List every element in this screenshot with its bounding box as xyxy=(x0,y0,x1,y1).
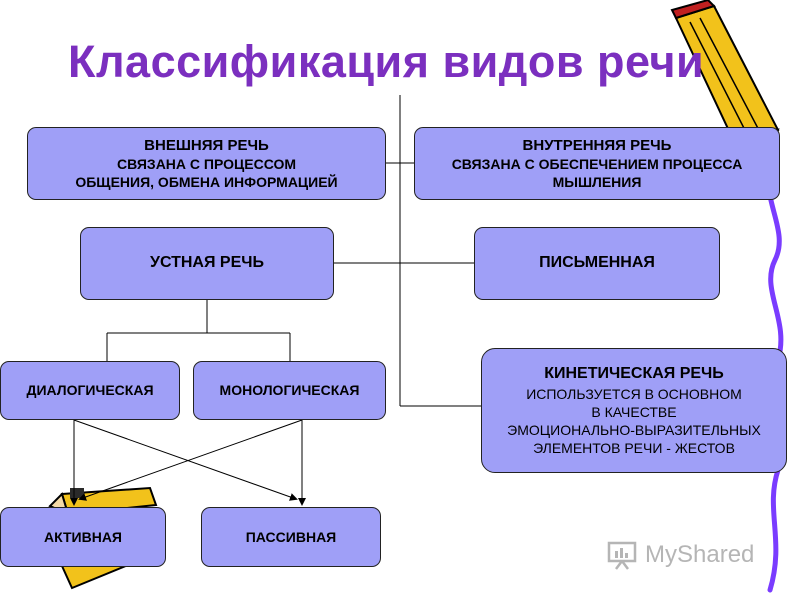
kinetic-line4: ЭЛЕМЕНТОВ РЕЧИ - ЖЕСТОВ xyxy=(533,440,735,457)
kinetic-heading: КИНЕТИЧЕСКАЯ РЕЧЬ xyxy=(544,364,724,382)
box-external-speech: ВНЕШНЯЯ РЕЧЬ СВЯЗАНА С ПРОЦЕССОМ ОБЩЕНИЯ… xyxy=(27,127,386,200)
box-written-speech: ПИСЬМЕННАЯ xyxy=(474,227,720,300)
box-internal-speech: ВНУТРЕННЯЯ РЕЧЬ СВЯЗАНА С ОБЕСПЕЧЕНИЕМ П… xyxy=(414,127,780,200)
arrow-dialogic-passive xyxy=(73,419,298,501)
watermark: MyShared xyxy=(607,540,754,570)
box-monologic: МОНОЛОГИЧЕСКАЯ xyxy=(193,361,386,420)
internal-line2: МЫШЛЕНИЯ xyxy=(552,174,642,191)
written-label: ПИСЬМЕННАЯ xyxy=(539,254,655,272)
passive-label: ПАССИВНАЯ xyxy=(245,528,337,545)
active-label: АКТИВНАЯ xyxy=(43,528,122,545)
monologic-label: МОНОЛОГИЧЕСКАЯ xyxy=(219,382,360,399)
internal-line1: СВЯЗАНА С ОБЕСПЕЧЕНИЕМ ПРОЦЕССА xyxy=(451,156,743,173)
dialogic-label: ДИАЛОГИЧЕСКАЯ xyxy=(26,382,154,399)
external-heading: ВНЕШНЯЯ РЕЧЬ xyxy=(144,136,269,154)
box-oral-speech: УСТНАЯ РЕЧЬ xyxy=(80,227,334,300)
box-active: АКТИВНАЯ xyxy=(0,507,166,567)
watermark-text: MyShared xyxy=(645,541,755,568)
box-passive: ПАССИВНАЯ xyxy=(201,507,381,567)
kinetic-line2: В КАЧЕСТВЕ xyxy=(591,403,677,420)
box-dialogic: ДИАЛОГИЧЕСКАЯ xyxy=(0,361,180,420)
external-line1: СВЯЗАНА С ПРОЦЕССОМ xyxy=(116,156,297,173)
internal-heading: ВНУТРЕННЯЯ РЕЧЬ xyxy=(522,136,672,154)
presentation-icon xyxy=(607,541,637,570)
box-kinetic-speech: КИНЕТИЧЕСКАЯ РЕЧЬ ИСПОЛЬЗУЕТСЯ В ОСНОВНО… xyxy=(481,348,787,473)
kinetic-line1: ИСПОЛЬЗУЕТСЯ В ОСНОВНОМ xyxy=(526,385,742,402)
arrow-monologic-active xyxy=(78,419,303,501)
external-line2: ОБЩЕНИЯ, ОБМЕНА ИНФОРМАЦИЕЙ xyxy=(75,174,338,191)
page-title: Классификация видов речи xyxy=(68,36,705,87)
kinetic-line3: ЭМОЦИОНАЛЬНО-ВЫРАЗИТЕЛЬНЫХ xyxy=(507,421,761,438)
oral-label: УСТНАЯ РЕЧЬ xyxy=(149,254,265,272)
